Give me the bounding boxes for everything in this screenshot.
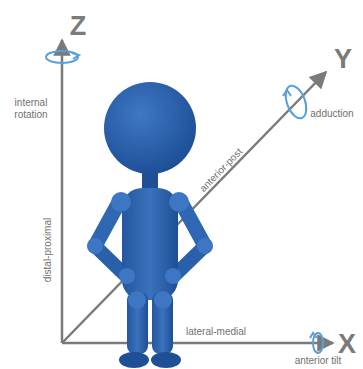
rotation-arrows [46,51,323,353]
y-rotation-arrowhead [283,90,291,96]
z-rotation-ellipse [46,51,78,63]
rotation-label: anterior tilt [295,355,342,367]
rotation-label: internal rotation [6,97,56,120]
axis-letter: Y [334,44,352,75]
y-rotation-ellipse [282,83,311,121]
x-rotation-arrowhead [310,333,317,338]
axis-direction-label: lateral-medial [186,326,246,338]
axis-letter: Z [70,11,87,42]
axes [62,40,333,343]
x-axis [62,342,333,345]
person-figure [87,82,213,368]
rotation-label: adduction [310,108,353,120]
axis-direction-label: distal-proximal [42,218,54,282]
y-axis [62,72,326,343]
z-axis [61,40,64,343]
z-rotation-arrowhead [72,53,79,59]
axis-direction-label: anterior-post [197,146,244,194]
